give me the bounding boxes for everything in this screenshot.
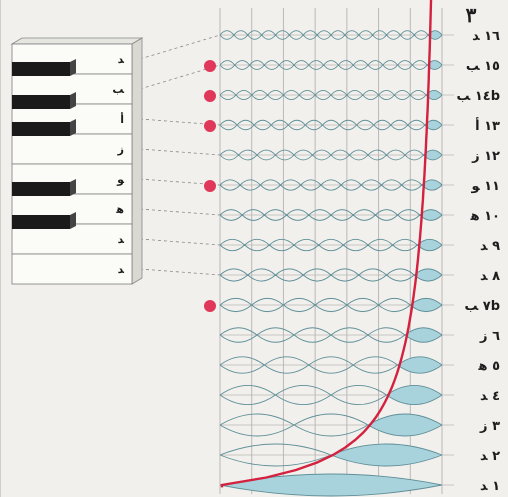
harmonic-label: ٦ ﺯ xyxy=(479,329,500,344)
harmonic-label: ١٤ ﺐb xyxy=(457,89,500,104)
harmonic-label: ١٢ ﺯ xyxy=(471,149,500,164)
harmonic-label: ١٣ ﺃ xyxy=(475,117,500,134)
black-key-side xyxy=(70,179,76,196)
key-label: ﻮ xyxy=(116,173,125,186)
keyboard-top-face xyxy=(12,38,142,44)
harmonic-label: ٩ ﺪ xyxy=(480,239,500,254)
black-key-side xyxy=(70,119,76,136)
black-key xyxy=(12,182,70,196)
harmonic-label: ٨ ﺪ xyxy=(480,269,500,284)
harmonic-label: ١٥ ﺐ xyxy=(466,59,500,74)
harmonic-label: ٢ ﺪ xyxy=(480,449,500,464)
harmonic-label: ١٦ ﺪ xyxy=(472,29,500,44)
black-key-side xyxy=(70,59,76,76)
red-dot-marker xyxy=(204,60,216,72)
key-label: ﺯ xyxy=(117,143,124,156)
red-dot-marker xyxy=(204,300,216,312)
keyboard-side-face xyxy=(132,38,142,284)
black-key-side xyxy=(70,92,76,109)
harmonic-label: ٤ ﺪ xyxy=(480,389,500,404)
red-dot-marker xyxy=(204,90,216,102)
black-key xyxy=(12,62,70,76)
key-label: ﺪ xyxy=(118,53,125,66)
piano-keyboard: ﺪ ﺐ ﺃ ﺯ ﻮ ﻫ ﺪ ﺪ xyxy=(12,38,142,284)
red-dot-marker xyxy=(204,180,216,192)
harmonic-label: ١ ﺪ xyxy=(480,479,500,494)
key-label: ﺐ xyxy=(112,83,124,96)
figure-number: ٣ xyxy=(466,3,477,27)
key-label: ﺪ xyxy=(118,263,125,276)
white-key xyxy=(12,134,132,164)
harmonic-label: ٥ ﻫ xyxy=(478,359,501,374)
key-label: ﺪ xyxy=(118,233,125,246)
harmonic-label: ١١ ﻮ xyxy=(470,179,500,194)
harmonic-label: ٧ ﺐb xyxy=(464,299,500,314)
key-label: ﻫ xyxy=(115,203,124,216)
black-key xyxy=(12,215,70,229)
harmonic-label: ٣ ﺯ xyxy=(479,419,500,434)
red-dot-marker xyxy=(204,120,216,132)
white-key xyxy=(12,254,132,284)
black-key xyxy=(12,122,70,136)
black-key-side xyxy=(70,212,76,229)
key-label: ﺃ xyxy=(120,112,124,126)
harmonic-label: ١٠ ﻫ xyxy=(470,209,500,224)
black-key xyxy=(12,95,70,109)
